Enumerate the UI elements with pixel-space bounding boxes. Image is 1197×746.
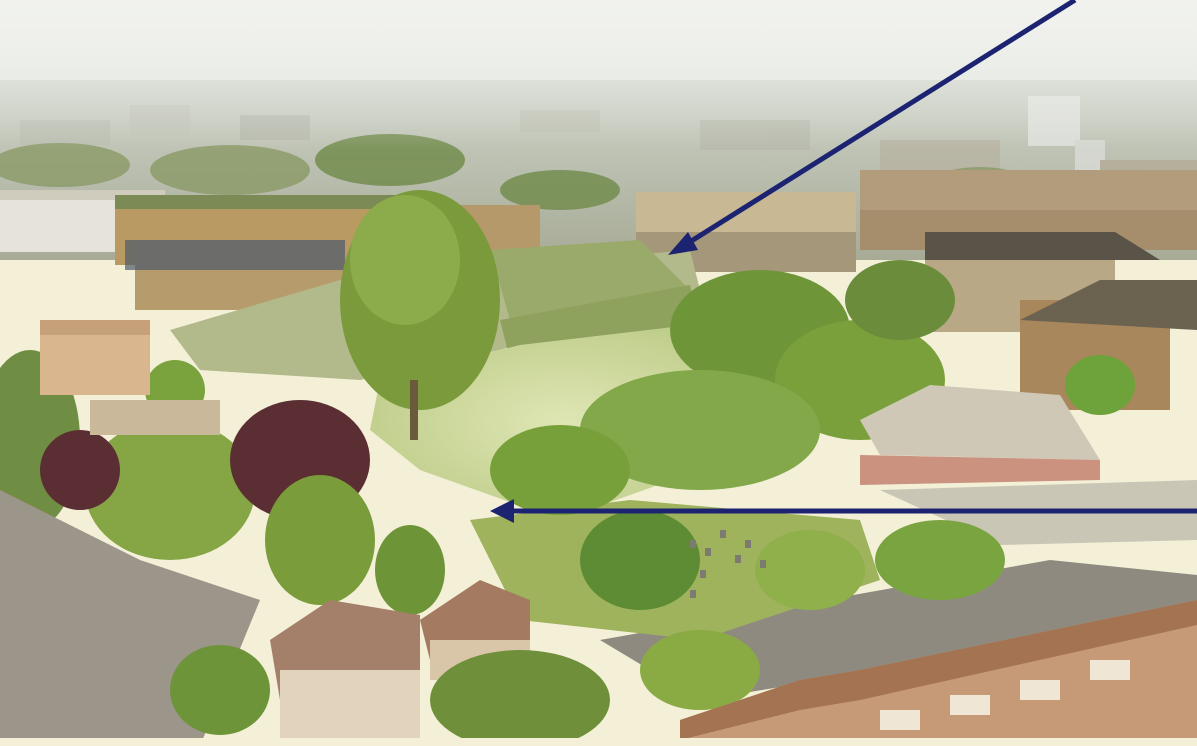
central-tree <box>340 190 500 440</box>
houses-left-mid <box>40 320 220 435</box>
haze <box>0 0 1197 150</box>
foreground-houses <box>170 580 760 746</box>
bottom-strip <box>0 738 1197 746</box>
lower-park <box>470 425 1005 640</box>
upper-arrow <box>668 0 1077 255</box>
trees-left <box>0 350 445 615</box>
lower-arrow-head <box>490 499 514 523</box>
lower-arrow <box>490 499 1197 523</box>
church <box>925 232 1197 410</box>
gravestones <box>690 530 766 598</box>
upper-arrow-head <box>668 232 698 255</box>
terrace-row-bottom-right <box>680 600 1197 746</box>
annotation-arrows <box>490 0 1197 523</box>
community-building <box>636 192 856 272</box>
